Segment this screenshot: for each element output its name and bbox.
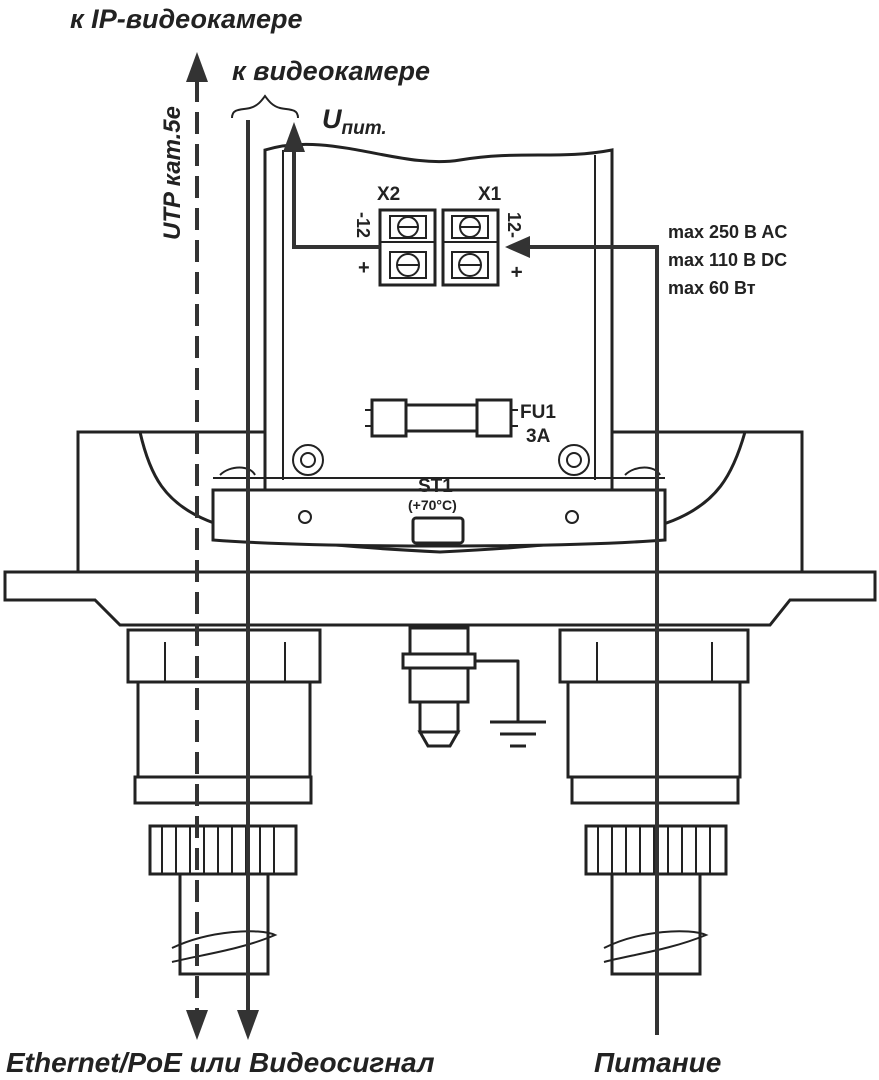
label-fu1-rating: 3A: [526, 426, 551, 447]
label-u-supply: Uпит.: [322, 104, 387, 139]
label-fu1: FU1: [520, 402, 556, 423]
cable-gland-left: [126, 628, 322, 976]
terminal-x2: [378, 208, 437, 287]
label-st1-temp: (+70°C): [408, 497, 457, 513]
label-utp: UTP кат.5е: [159, 106, 186, 240]
label-power: Питание: [594, 1047, 721, 1078]
label-to-camera: к видеокамере: [232, 56, 430, 86]
label-st1: ST1: [418, 476, 453, 497]
label-x1: X1: [478, 184, 502, 205]
cable-gland-right: [558, 628, 750, 976]
label-x1-minus: 12-: [504, 212, 524, 238]
label-x1-plus: +: [505, 266, 527, 278]
label-ethernet-video: Ethernet/PoE или Видеосигнал: [6, 1047, 435, 1078]
terminal-x1: [441, 208, 500, 287]
label-max-ac: max 250 B AC: [668, 222, 787, 242]
label-x2-minus: -12: [353, 212, 373, 238]
wires: [186, 52, 659, 1040]
fuse-fu1: [365, 398, 518, 438]
label-max-w: max 60 Вт: [668, 278, 756, 298]
thermostat-st1: [411, 516, 465, 545]
label-max-dc: max 110 B DC: [668, 250, 787, 270]
label-x2-plus: +: [358, 257, 370, 279]
label-x2: X2: [377, 184, 400, 205]
ground-bolt: [401, 626, 546, 748]
label-to-ip-camera: к IP-видеокамере: [70, 4, 303, 34]
